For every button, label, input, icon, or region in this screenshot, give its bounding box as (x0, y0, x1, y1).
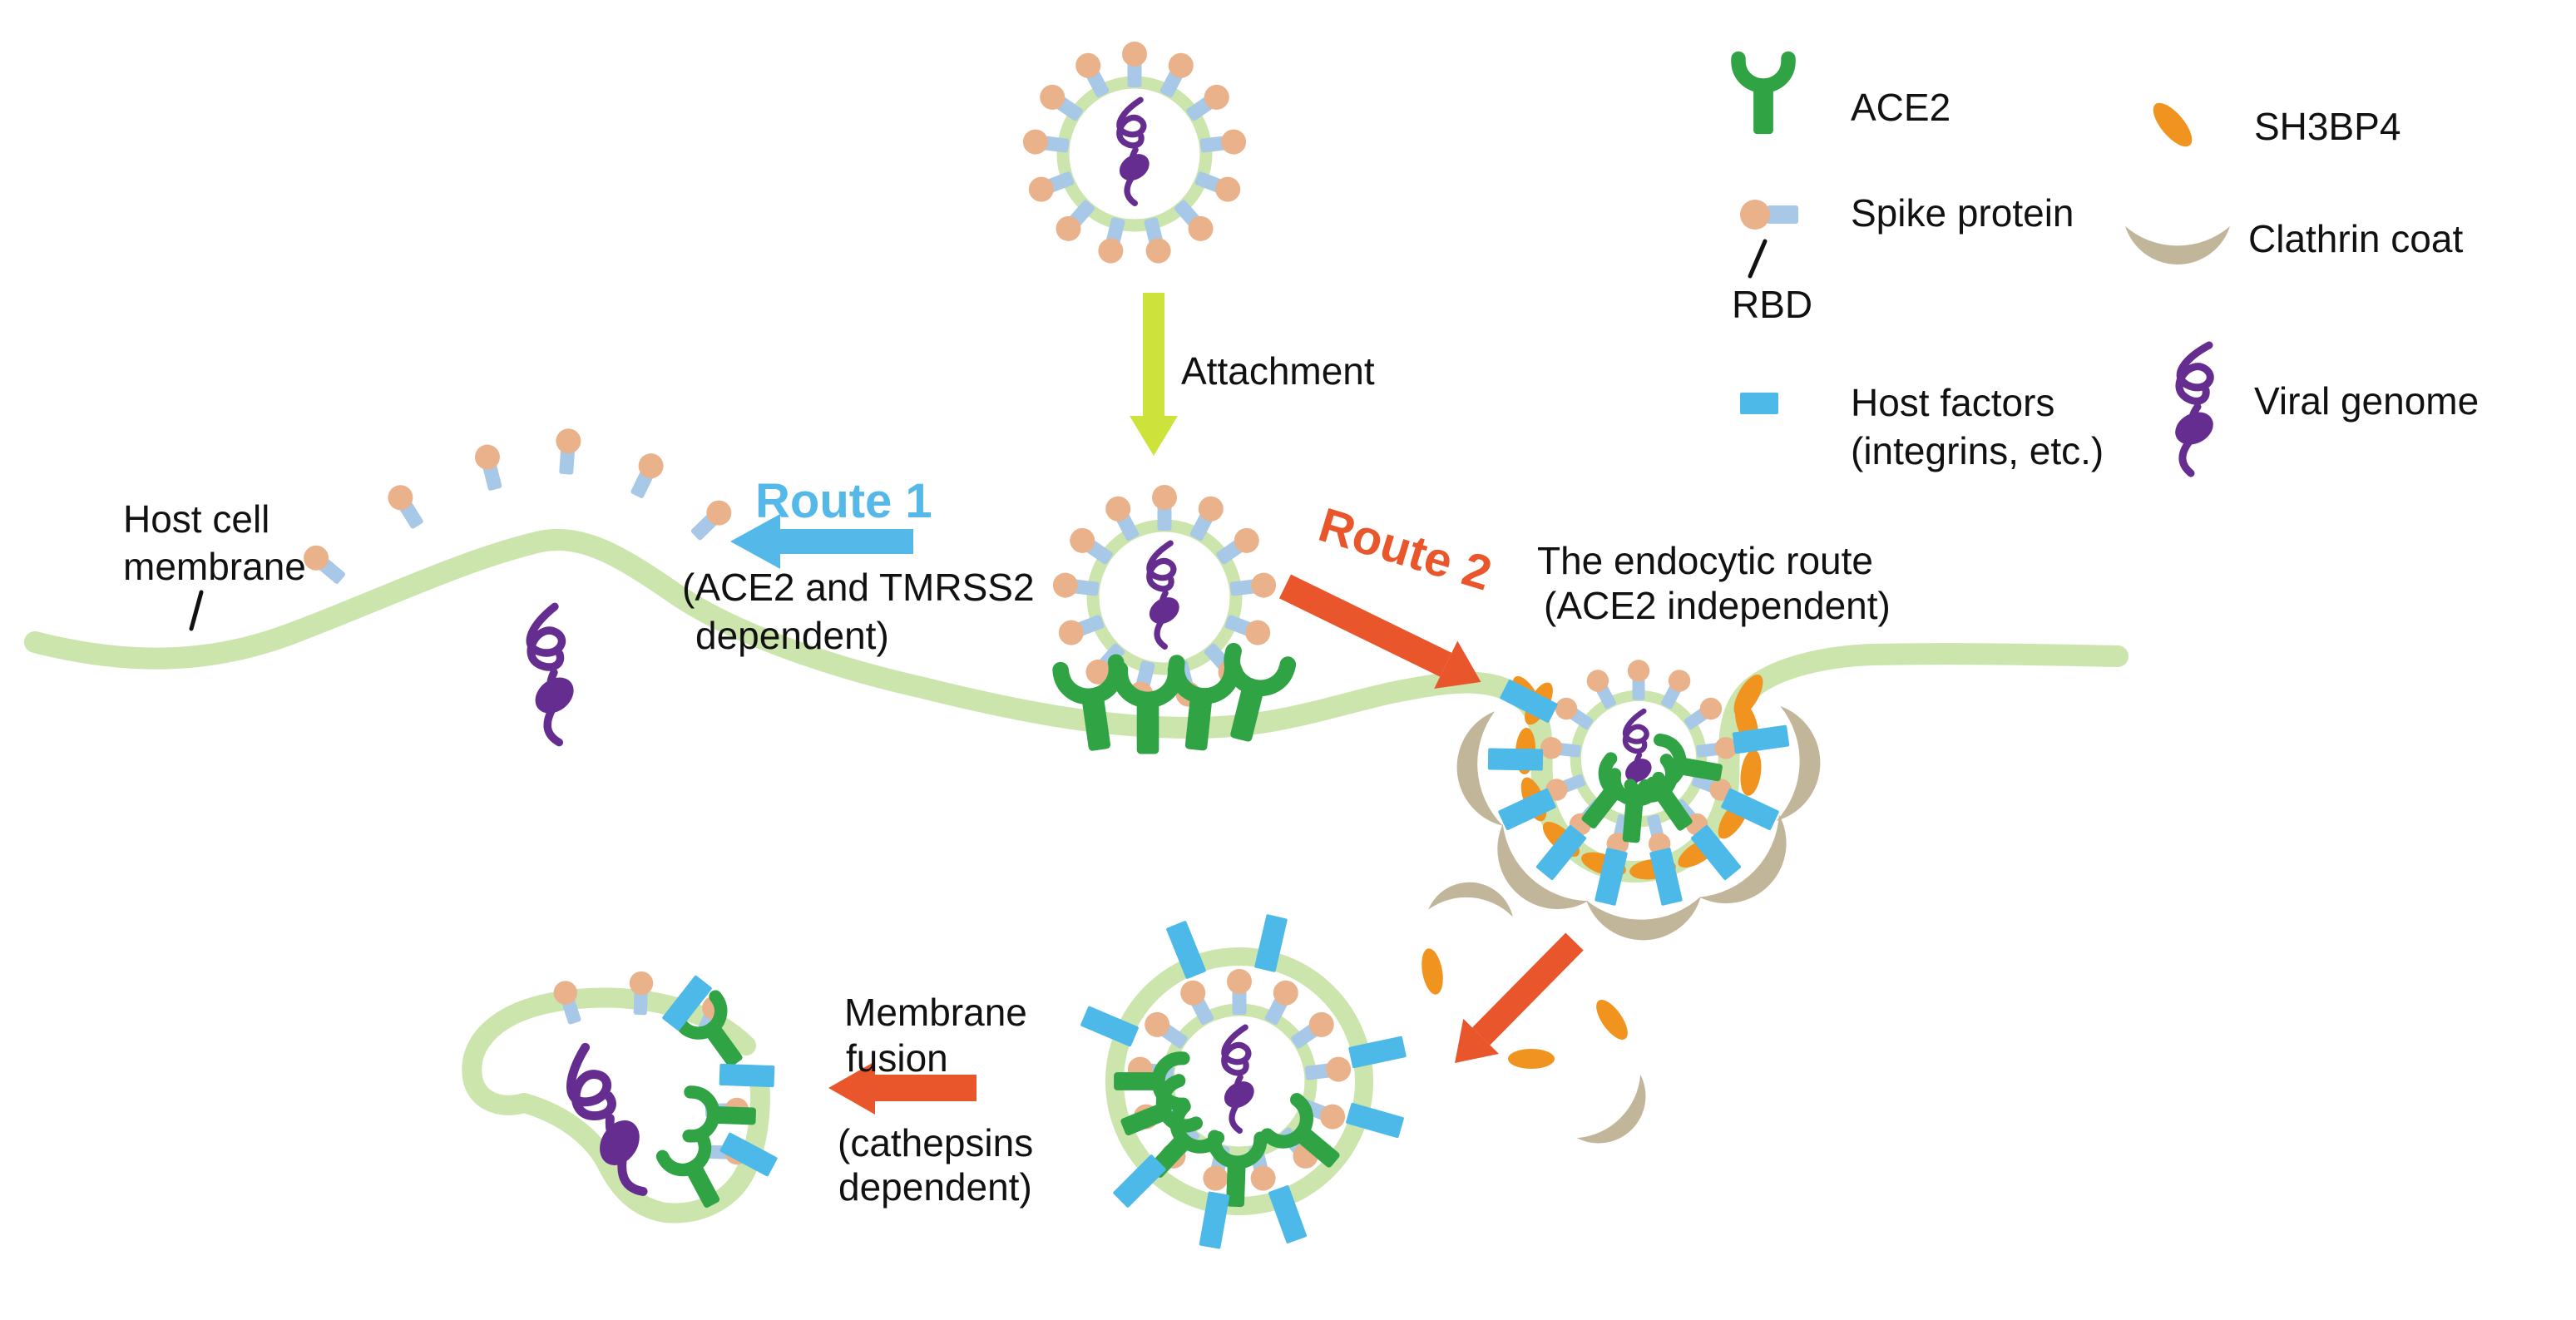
legend-label-clathrin: Clathrin coat (2248, 217, 2463, 260)
released-genome-route1 (514, 605, 588, 746)
legend-label-sh3bp4: SH3BP4 (2254, 105, 2400, 148)
legend-label-hostfactors-2: (integrins, etc.) (1851, 429, 2104, 472)
membrane-label-2: membrane (123, 545, 306, 588)
ace2-receptor-icon (1738, 59, 1788, 134)
membrane-fusion-1: Membrane (844, 991, 1027, 1034)
spike-protein-icon (1740, 200, 1798, 230)
legend-label-hostfactors-1: Host factors (1851, 381, 2054, 424)
route2-subtitle-1: The endocytic route (1537, 539, 1873, 582)
legend-label-ace2: ACE2 (1851, 86, 1951, 129)
route2-arrow (1278, 574, 1481, 690)
route1-title: Route 1 (755, 474, 932, 528)
route1-subtitle-1: (ACE2 and TMRSS2 (682, 566, 1035, 609)
membrane-fusion-4: dependent) (838, 1165, 1032, 1209)
internalization-arrow (1455, 932, 1584, 1063)
endocytic-pit (1487, 660, 1790, 907)
attachment-arrow (1130, 293, 1178, 456)
membrane-fusion-2: fusion (846, 1036, 948, 1080)
host-factor-bar-icon (1740, 393, 1778, 414)
route1-arrow (730, 514, 913, 569)
attachment-label: Attachment (1181, 349, 1375, 393)
legend-label-spike: Spike protein (1851, 191, 2074, 235)
membrane-fusion-arrow (828, 1061, 977, 1115)
route1-subtitle-2: dependent) (695, 614, 889, 657)
rbd-pointer-line (1748, 239, 1768, 279)
legend-label-genome: Viral genome (2254, 379, 2479, 423)
route2-subtitle-2: (ACE2 independent) (1544, 584, 1891, 627)
sh3bp4-oval-icon (2146, 96, 2199, 153)
free-virion (1021, 42, 1248, 266)
fused-endosome (462, 971, 779, 1224)
legend: ACE2 SH3BP4 Spike protein RBD Clathrin c… (1732, 59, 2479, 474)
clathrin-crescent-icon (2125, 226, 2230, 264)
legend-label-rbd: RBD (1732, 283, 1812, 326)
endosome (1080, 913, 1407, 1249)
viral-genome-icon (2169, 345, 2218, 473)
membrane-fusion-3: (cathepsins (838, 1121, 1033, 1164)
membrane-pointer-line (189, 590, 204, 631)
membrane-label-1: Host cell (123, 497, 269, 541)
route2-title: Route 2 (1313, 497, 1497, 601)
fused-spikes-on-membrane (298, 428, 737, 590)
